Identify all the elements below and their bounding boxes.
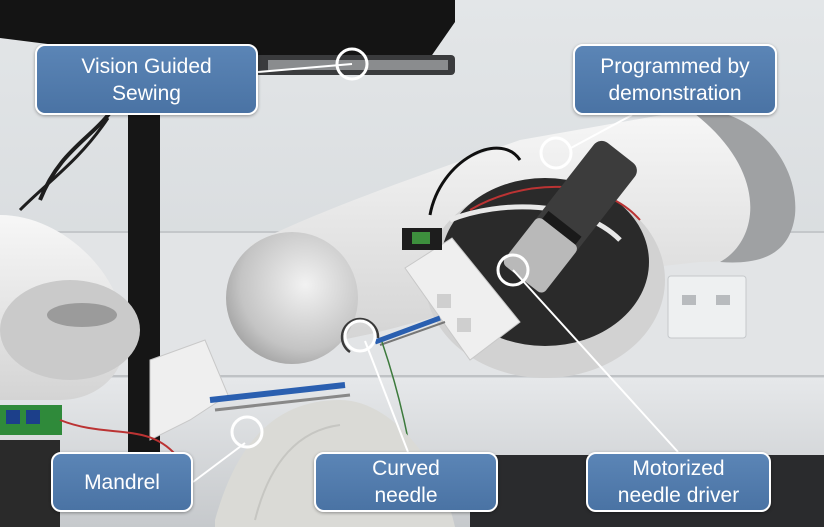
callout-line: Mandrel xyxy=(84,470,160,494)
callout-programmed-by-demonstration: Programmed by demonstration xyxy=(573,44,777,115)
marker-circle-needle xyxy=(343,319,377,353)
needle-driver-jaw xyxy=(374,315,441,345)
curved-needle-shape xyxy=(340,317,380,354)
callout-line: Sewing xyxy=(112,81,181,105)
motor-cylinder xyxy=(503,140,637,293)
leader-line-needle xyxy=(364,340,409,453)
callout-line: demonstration xyxy=(608,81,742,105)
callout-curved-needle: Curved needle xyxy=(314,452,498,512)
robot-elbow-joint xyxy=(226,232,358,364)
marker-circle-driver xyxy=(496,253,530,287)
callout-vision-guided-sewing: Vision Guided Sewing xyxy=(35,44,258,115)
callout-line: needle driver xyxy=(617,484,740,507)
marker-circle-vision xyxy=(335,47,369,81)
callout-line: Vision Guided xyxy=(81,54,212,78)
leader-line-mandrel xyxy=(192,442,246,483)
wall-socket xyxy=(667,275,747,339)
callout-line: Programmed by xyxy=(600,54,750,78)
marker-circle-mandrel xyxy=(230,415,264,449)
callout-line: Motorized xyxy=(632,457,725,480)
mandrel-holder xyxy=(149,339,229,441)
leader-line-programmed xyxy=(568,114,633,150)
marker-circle-programmed xyxy=(539,136,573,170)
callout-mandrel: Mandrel xyxy=(51,452,193,512)
callout-motorized-needle-driver: Motorized needle driver xyxy=(586,452,771,512)
callout-line: Curved xyxy=(372,457,440,480)
callout-line: needle xyxy=(374,484,438,507)
leader-line-driver xyxy=(512,269,679,453)
